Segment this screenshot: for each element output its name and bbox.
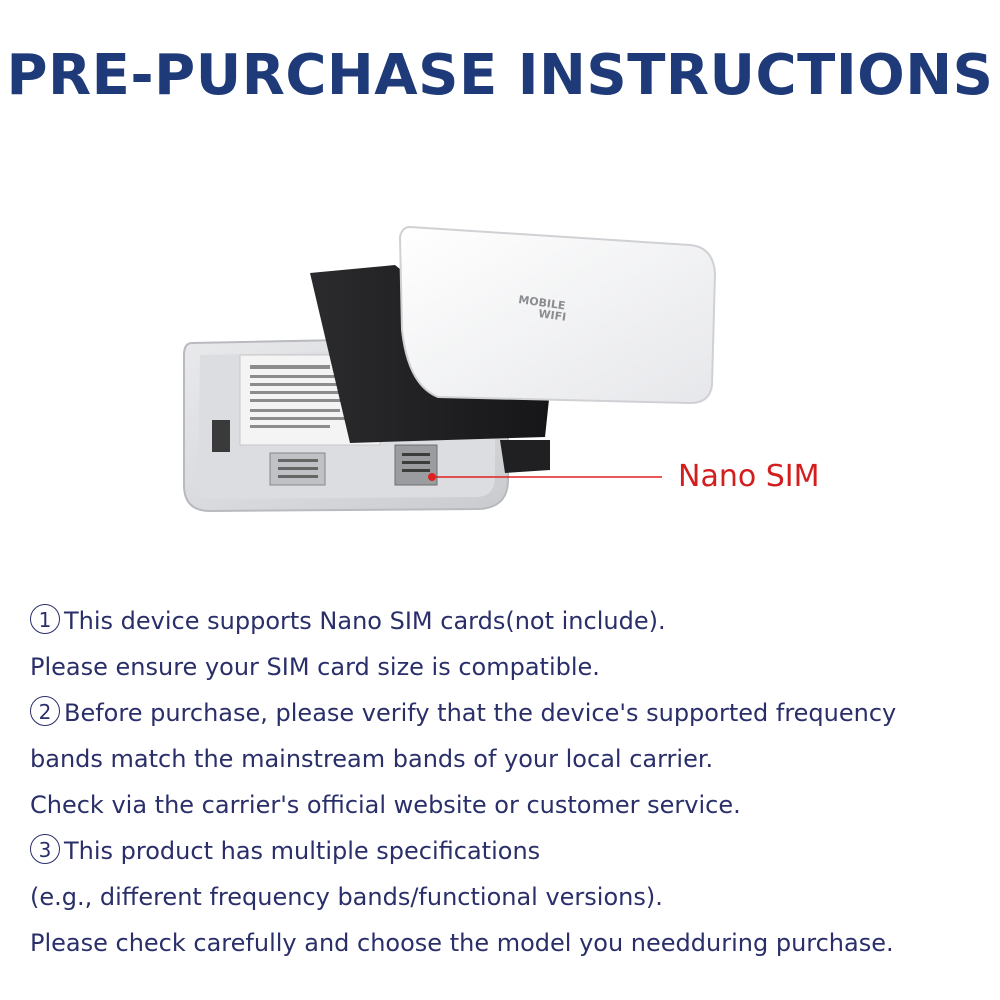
instruction-text: bands match the mainstream bands of your… (30, 745, 714, 773)
instruction-text: Please check carefully and choose the mo… (30, 929, 894, 957)
back-cover: MOBILE WIFI (398, 225, 717, 405)
instruction-line: Please ensure your SIM card size is comp… (30, 644, 990, 690)
mobile-wifi-exploded-image: MOBILE WIFI (183, 225, 717, 513)
device-illustration: MOBILE WIFI (170, 215, 970, 525)
instruction-text: (e.g., different frequency bands/functio… (30, 883, 663, 911)
instruction-line: bands match the mainstream bands of your… (30, 736, 990, 782)
nano-sim-callout: Nano SIM (678, 459, 820, 494)
step-number-1: 1 (30, 604, 60, 634)
instruction-text: Please ensure your SIM card size is comp… (30, 653, 600, 681)
step-number-3: 3 (30, 834, 60, 864)
instruction-line: (e.g., different frequency bands/functio… (30, 874, 990, 920)
instruction-text: This device supports Nano SIM cards(not … (64, 607, 666, 635)
instruction-text: Check via the carrier's official website… (30, 791, 741, 819)
instruction-line: Check via the carrier's official website… (30, 782, 990, 828)
step-number-2: 2 (30, 696, 60, 726)
page-title: PRE-PURCHASE INSTRUCTIONS (6, 43, 994, 108)
cover-label-line2: WIFI (538, 307, 567, 324)
instruction-text: This product has multiple specifications (64, 837, 541, 865)
instruction-line: Please check carefully and choose the mo… (30, 920, 990, 966)
instruction-text: Before purchase, please verify that the … (64, 699, 897, 727)
